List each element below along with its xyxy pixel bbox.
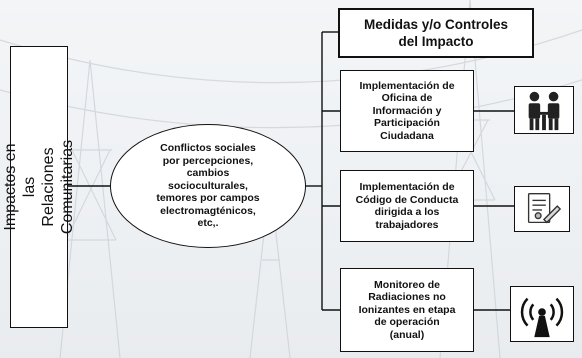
measure-label: Monitoreo de Radiaciones no Ionizantes e… — [358, 278, 456, 341]
impact-category-box: Impactos en las Relaciones Comunitarias — [2, 46, 76, 328]
measures-header-box: Medidas y/o Controles del Impacto — [338, 8, 534, 58]
measure-label: Implementación de Oficina de Información… — [359, 79, 455, 142]
impact-description-label: Conflictos sociales por percepciones, ca… — [156, 142, 260, 230]
measure-label: Implementación de Código de Conducta dir… — [355, 181, 459, 231]
non-ionizing-radiation-icon — [510, 286, 574, 342]
measure-box-office: Implementación de Oficina de Información… — [340, 70, 474, 152]
impact-description-ellipse: Conflictos sociales por percepciones, ca… — [110, 124, 306, 248]
measure-box-code-of-conduct: Implementación de Código de Conducta dir… — [340, 170, 474, 242]
document-signing-icon — [514, 186, 570, 232]
impact-category-label: Impactos en las Relaciones Comunitarias — [2, 139, 77, 235]
measures-header-label: Medidas y/o Controles del Impacto — [363, 17, 509, 49]
people-meeting-icon — [514, 86, 574, 134]
measure-box-radiation-monitoring: Monitoreo de Radiaciones no Ionizantes e… — [340, 268, 474, 352]
